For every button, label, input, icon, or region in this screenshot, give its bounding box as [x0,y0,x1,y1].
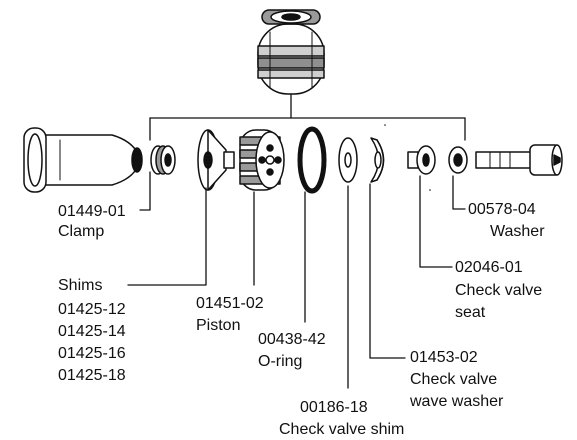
shims-drawing [150,145,176,175]
label-shim-number-1: 01425-12 [58,301,126,318]
clamp-drawing [23,127,143,193]
piston-cone-drawing [197,129,235,191]
label-washer-number: 00578-04 [468,201,536,218]
o-ring-drawing [297,126,327,194]
label-check-valve-seat-name-line1: Check valve [455,282,543,299]
label-check-valve-seat-number: 02046-01 [455,259,523,276]
assembly-bracket [149,93,466,141]
label-piston-name: Piston [196,317,241,334]
label-o-ring-name: O-ring [258,353,303,370]
scan-speck [429,189,431,191]
label-shims-name: Shims [58,277,103,294]
piston-drawing [239,129,285,191]
wave-washer-drawing [370,137,385,183]
label-piston-number: 01451-02 [196,295,264,312]
label-wave-washer-name-line2: wave washer [410,393,504,410]
label-check-valve-shim-name: Check valve shim [279,421,405,438]
label-shim-number-2: 01425-14 [58,323,126,340]
check-valve-shim-drawing [338,137,358,183]
leader-lines [127,171,466,389]
check-valve-seat-drawing [407,145,436,175]
retaining-screw-drawing [475,144,563,176]
label-shim-number-4: 01425-18 [58,367,126,384]
label-o-ring-number: 00438-42 [258,331,326,348]
label-clamp-number: 01449-01 [58,203,126,220]
label-shim-number-3: 01425-16 [58,345,126,362]
label-washer-name: Washer [490,223,545,240]
assembled-check-valve-drawing [257,9,325,95]
label-check-valve-seat-name-line2: seat [455,304,486,321]
washer-drawing [448,146,468,174]
scan-speck [384,124,386,126]
label-wave-washer-number: 01453-02 [410,349,478,366]
label-wave-washer-name-line1: Check valve [410,371,498,388]
label-clamp-name: Clamp [58,223,105,240]
label-check-valve-shim-number: 00186-18 [300,399,368,416]
